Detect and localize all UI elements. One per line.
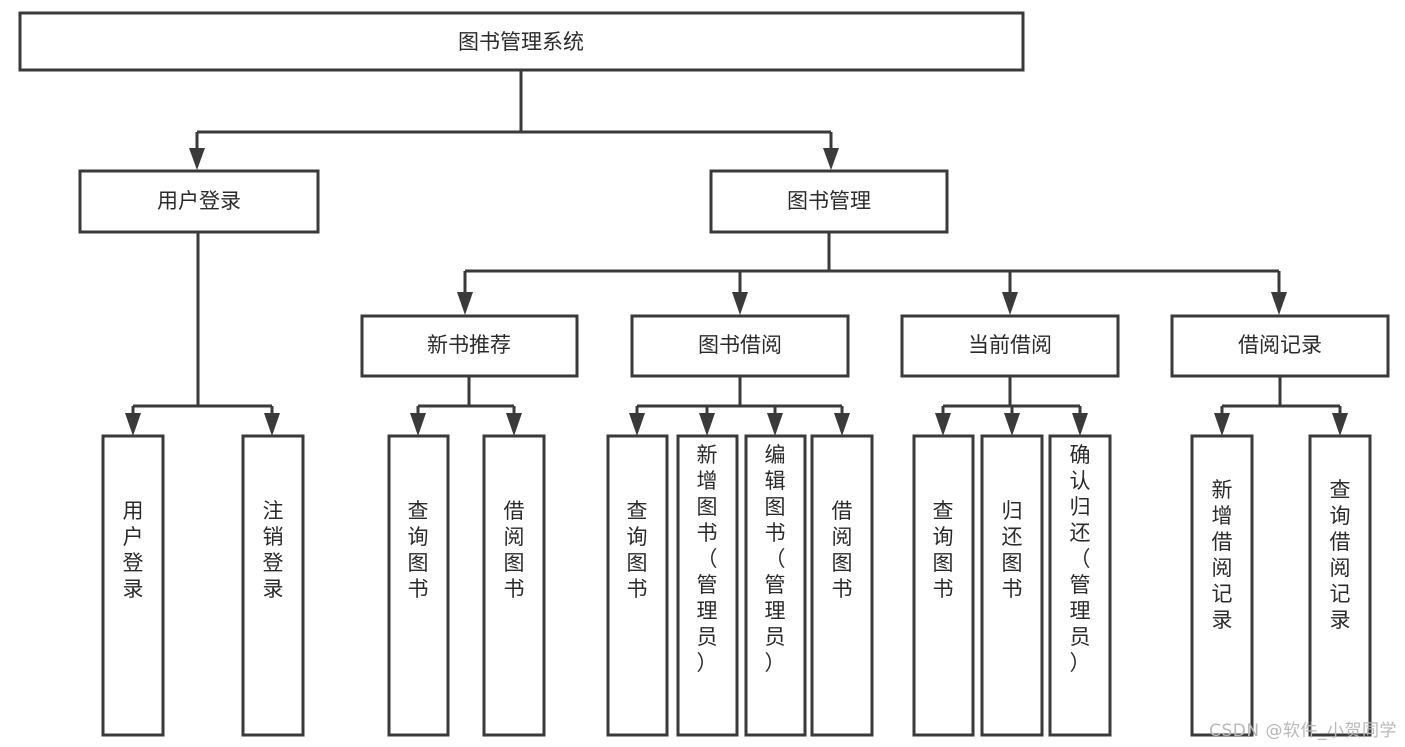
node-leaf-query-record[interactable]: 查询借阅记录: [1308, 434, 1372, 737]
node-leaf-add-record[interactable]: 新增借阅记录: [1190, 434, 1254, 737]
node-leaf-query-book-3[interactable]: 查询图书: [912, 434, 975, 737]
arrowhead-leaf-borrow-book-2: [834, 413, 850, 436]
node-leaf-query-book-3-label: 查询图书: [933, 499, 954, 601]
node-book-borrow-label: 图书借阅: [698, 333, 782, 357]
node-leaf-edit-book[interactable]: 编辑图书（管理员）: [744, 434, 807, 737]
node-leaf-edit-book-label: 编辑图书（管理员）: [765, 443, 786, 675]
node-leaf-user-login-box[interactable]: [101, 434, 165, 737]
node-book-borrow[interactable]: 图书借阅: [630, 314, 850, 378]
connector-newbookrec-to-leaves: [416, 377, 516, 420]
arrowhead-leaf-logout: [264, 413, 280, 436]
node-leaf-logout-box[interactable]: [241, 434, 305, 737]
node-leaf-borrow-book-2-label: 借阅图书: [832, 499, 853, 601]
node-leaf-borrow-book-1-label: 借阅图书: [504, 499, 525, 601]
arrowhead-leaf-add-record: [1214, 413, 1230, 436]
arrowhead-book-manage: [823, 148, 839, 170]
node-leaf-query-book-3-box[interactable]: [912, 434, 975, 737]
arrowhead-borrow-record: [1271, 292, 1287, 315]
node-leaf-user-login-label: 用户登录: [123, 499, 144, 601]
arrowhead-user-login: [189, 148, 205, 170]
node-leaf-query-book-1-box[interactable]: [387, 434, 450, 737]
node-leaf-query-book-1[interactable]: 查询图书: [387, 434, 450, 737]
node-leaf-return-book-box[interactable]: [980, 434, 1044, 737]
arrowhead-leaf-user-login: [125, 413, 141, 436]
arrowhead-leaf-query-book-2: [629, 413, 645, 436]
node-book-manage[interactable]: 图书管理: [709, 169, 949, 234]
arrowhead-leaf-edit-book: [767, 413, 783, 436]
node-leaf-confirm-return-label: 确认归还（管理员）: [1070, 443, 1091, 675]
arrowhead-leaf-query-record: [1332, 413, 1348, 436]
arrowhead-leaf-add-book: [699, 413, 715, 436]
node-leaf-add-record-label: 新增借阅记录: [1212, 478, 1233, 632]
connector-bookmanage-to-level3: [463, 233, 1281, 298]
connector-bookborrow-to-leaves: [635, 377, 844, 420]
node-user-login-label: 用户登录: [157, 189, 241, 213]
node-leaf-add-book[interactable]: 新增图书（管理员）: [676, 434, 739, 737]
node-user-login-box[interactable]: [78, 169, 320, 234]
node-leaf-confirm-return[interactable]: 确认归还（管理员）: [1048, 434, 1112, 737]
node-root-box[interactable]: [18, 11, 1025, 72]
node-leaf-query-book-2-label: 查询图书: [627, 499, 648, 601]
node-leaf-query-record-box[interactable]: [1308, 434, 1372, 737]
arrowhead-leaf-confirm-return: [1072, 413, 1088, 436]
node-root-label: 图书管理系统: [458, 30, 584, 54]
node-leaf-confirm-return-box[interactable]: [1048, 434, 1112, 737]
node-leaf-query-book-2-box[interactable]: [606, 434, 669, 737]
node-book-borrow-box[interactable]: [630, 314, 850, 378]
node-new-book-rec-label: 新书推荐: [427, 333, 511, 357]
node-borrow-record-box[interactable]: [1170, 314, 1390, 378]
arrowhead-current-borrow: [1002, 292, 1018, 315]
node-new-book-rec-box[interactable]: [360, 314, 579, 378]
node-book-manage-label: 图书管理: [787, 189, 871, 213]
node-leaf-logout[interactable]: 注销登录: [241, 434, 305, 737]
node-leaf-add-book-label: 新增图书（管理员）: [697, 443, 718, 675]
node-leaf-query-book-2[interactable]: 查询图书: [606, 434, 669, 737]
node-leaf-query-record-label: 查询借阅记录: [1330, 478, 1351, 632]
node-leaf-borrow-book-2[interactable]: 借阅图书: [810, 434, 874, 737]
arrowhead-leaf-return-book: [1004, 413, 1020, 436]
node-leaf-borrow-book-1-box[interactable]: [482, 434, 546, 737]
node-leaf-borrow-book-2-box[interactable]: [810, 434, 874, 737]
node-root[interactable]: 图书管理系统: [18, 11, 1025, 72]
node-new-book-rec[interactable]: 新书推荐: [360, 314, 579, 378]
node-borrow-record[interactable]: 借阅记录: [1170, 314, 1390, 378]
node-leaf-return-book-label: 归还图书: [1002, 499, 1023, 601]
connector-layer: [125, 71, 1348, 436]
node-leaf-user-login[interactable]: 用户登录: [101, 434, 165, 737]
node-leaf-query-book-1-label: 查询图书: [408, 499, 429, 601]
node-leaf-add-record-box[interactable]: [1190, 434, 1254, 737]
node-current-borrow-label: 当前借阅: [968, 333, 1052, 357]
node-leaf-borrow-book-1[interactable]: 借阅图书: [482, 434, 546, 737]
arrowhead-leaf-query-book-1: [410, 413, 426, 436]
node-book-manage-box[interactable]: [709, 169, 949, 234]
node-leaf-logout-label: 注销登录: [263, 499, 284, 601]
node-user-login[interactable]: 用户登录: [78, 169, 320, 234]
connector-root-to-level2: [195, 71, 833, 155]
node-leaf-edit-book-box[interactable]: [744, 434, 807, 737]
arrowhead-new-book-rec: [457, 292, 473, 315]
node-current-borrow-box[interactable]: [900, 314, 1120, 378]
node-current-borrow[interactable]: 当前借阅: [900, 314, 1120, 378]
arrowhead-leaf-query-book-3: [935, 413, 951, 436]
node-leaf-return-book[interactable]: 归还图书: [980, 434, 1044, 737]
arrowhead-leaf-borrow-book-1: [506, 413, 522, 436]
arrowhead-book-borrow: [732, 292, 748, 315]
node-leaf-add-book-box[interactable]: [676, 434, 739, 737]
connector-userlogin-to-leaves: [131, 233, 274, 420]
node-borrow-record-label: 借阅记录: [1238, 333, 1322, 357]
connector-borrowrecord-to-leaves: [1220, 377, 1342, 420]
